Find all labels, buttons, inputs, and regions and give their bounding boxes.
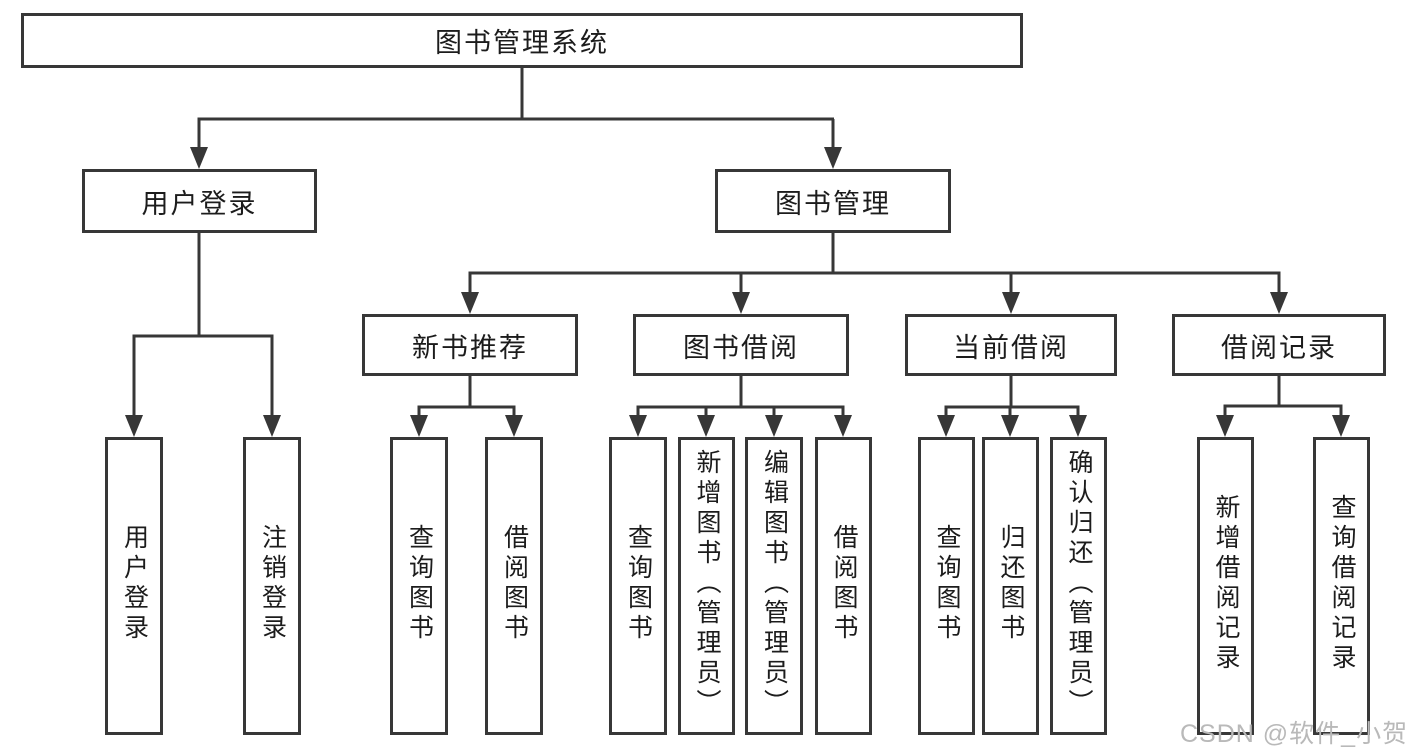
node-book-management-label: 图书管理 [775, 188, 891, 219]
connector-path [132, 68, 1343, 419]
node-borrow-records-label: 借阅记录 [1221, 332, 1337, 363]
node-query-books-current-label: 查询图书 [933, 524, 961, 644]
node-borrow-books-recommend: 借阅图书 [485, 437, 543, 735]
node-user-login: 用户登录 [82, 169, 317, 233]
node-borrow-books-recommend-label: 借阅图书 [500, 524, 529, 644]
node-query-borrow-record-label: 查询借阅记录 [1328, 494, 1356, 674]
node-new-book-recommend-label: 新书推荐 [412, 332, 528, 363]
node-confirm-return-admin-label: 确认归还（管理员） [1065, 449, 1093, 719]
node-logout-leaf: 注销登录 [243, 437, 301, 735]
node-user-login-leaf-label: 用户登录 [120, 524, 149, 644]
node-confirm-return-admin: 确认归还（管理员） [1050, 437, 1107, 735]
node-root: 图书管理系统 [21, 13, 1023, 68]
node-query-books-recommend: 查询图书 [390, 437, 448, 735]
node-borrow-books-leaf: 借阅图书 [815, 437, 872, 735]
node-return-books-label: 归还图书 [997, 524, 1025, 644]
node-book-borrow: 图书借阅 [633, 314, 849, 376]
node-query-borrow-record: 查询借阅记录 [1313, 437, 1370, 735]
node-query-books-borrow: 查询图书 [609, 437, 667, 735]
node-edit-books-admin-label: 编辑图书（管理员） [760, 449, 789, 719]
node-current-borrow: 当前借阅 [905, 314, 1117, 376]
node-new-book-recommend: 新书推荐 [362, 314, 578, 376]
node-query-books-current: 查询图书 [918, 437, 975, 735]
node-current-borrow-label: 当前借阅 [953, 332, 1069, 363]
node-add-borrow-record: 新增借阅记录 [1197, 437, 1254, 735]
node-user-login-leaf: 用户登录 [105, 437, 163, 735]
node-add-borrow-record-label: 新增借阅记录 [1212, 494, 1240, 674]
node-query-books-borrow-label: 查询图书 [624, 524, 653, 644]
node-query-books-recommend-label: 查询图书 [405, 524, 434, 644]
node-add-books-admin-label: 新增图书（管理员） [693, 449, 721, 719]
node-borrow-records: 借阅记录 [1172, 314, 1386, 376]
node-book-management: 图书管理 [715, 169, 951, 233]
arrowheads [125, 147, 1350, 437]
node-user-login-label: 用户登录 [141, 188, 258, 219]
node-root-label: 图书管理系统 [435, 28, 609, 58]
node-edit-books-admin: 编辑图书（管理员） [745, 437, 803, 735]
node-borrow-books-leaf-label: 借阅图书 [830, 524, 858, 644]
node-logout-leaf-label: 注销登录 [258, 524, 287, 644]
node-book-borrow-label: 图书借阅 [683, 332, 799, 363]
node-return-books: 归还图书 [982, 437, 1039, 735]
node-add-books-admin: 新增图书（管理员） [678, 437, 735, 735]
csdn-watermark: CSDN @软件_小贺同学 [1180, 720, 1405, 747]
